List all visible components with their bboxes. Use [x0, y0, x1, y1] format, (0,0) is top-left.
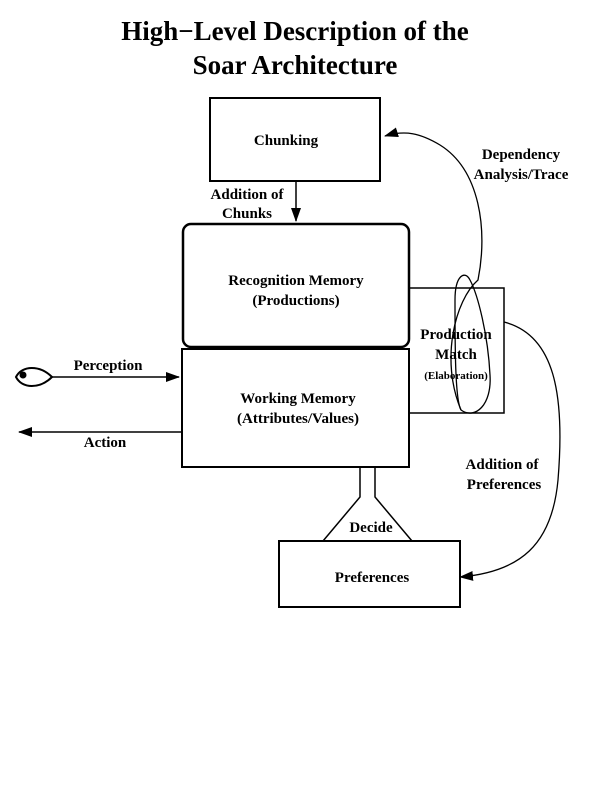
action-label: Action [84, 435, 127, 451]
working-memory-label-2: (Attributes/Values) [237, 411, 359, 427]
addition-of-preferences-label-1: Addition of [466, 457, 540, 473]
dependency-analysis-label-2: Analysis/Trace [474, 167, 569, 183]
preferences-label: Preferences [335, 570, 410, 586]
addition-of-chunks-label-2: Chunks [222, 206, 272, 222]
decide-label: Decide [349, 520, 393, 536]
production-match-box: Production Match (Elaboration) [399, 287, 505, 414]
addition-of-chunks-label-1: Addition of [211, 187, 285, 203]
chunking-label: Chunking [254, 133, 319, 149]
decide-funnel: Decide [322, 467, 413, 542]
preferences-box: Preferences [278, 540, 461, 608]
addition-of-chunks-arrow: Addition of Chunks [211, 181, 301, 222]
production-match-label-2: Match [435, 347, 477, 363]
page-title: High−Level Description of the [121, 16, 469, 46]
chunking-box: Chunking [209, 97, 381, 182]
working-memory-box: Working Memory (Attributes/Values) [181, 348, 410, 468]
recognition-memory-label-2: (Productions) [252, 293, 339, 309]
production-match-label-1: Production [420, 327, 492, 343]
recognition-memory-label-1: Recognition Memory [228, 273, 364, 289]
action-arrow: Action [18, 427, 182, 451]
page-subtitle: Soar Architecture [192, 50, 398, 80]
perception-label: Perception [74, 358, 144, 374]
addition-of-preferences-arrow: Addition of Preferences [459, 321, 561, 581]
working-memory-label-1: Working Memory [240, 391, 356, 407]
dependency-analysis-arrow: Dependency Analysis/Trace [384, 127, 569, 414]
dependency-analysis-label-1: Dependency [482, 147, 561, 163]
perception-arrow: Perception [14, 358, 180, 387]
recognition-memory-box: Recognition Memory (Productions) [181, 222, 411, 349]
addition-of-preferences-label-2: Preferences [467, 477, 542, 493]
eye-icon [14, 367, 54, 387]
